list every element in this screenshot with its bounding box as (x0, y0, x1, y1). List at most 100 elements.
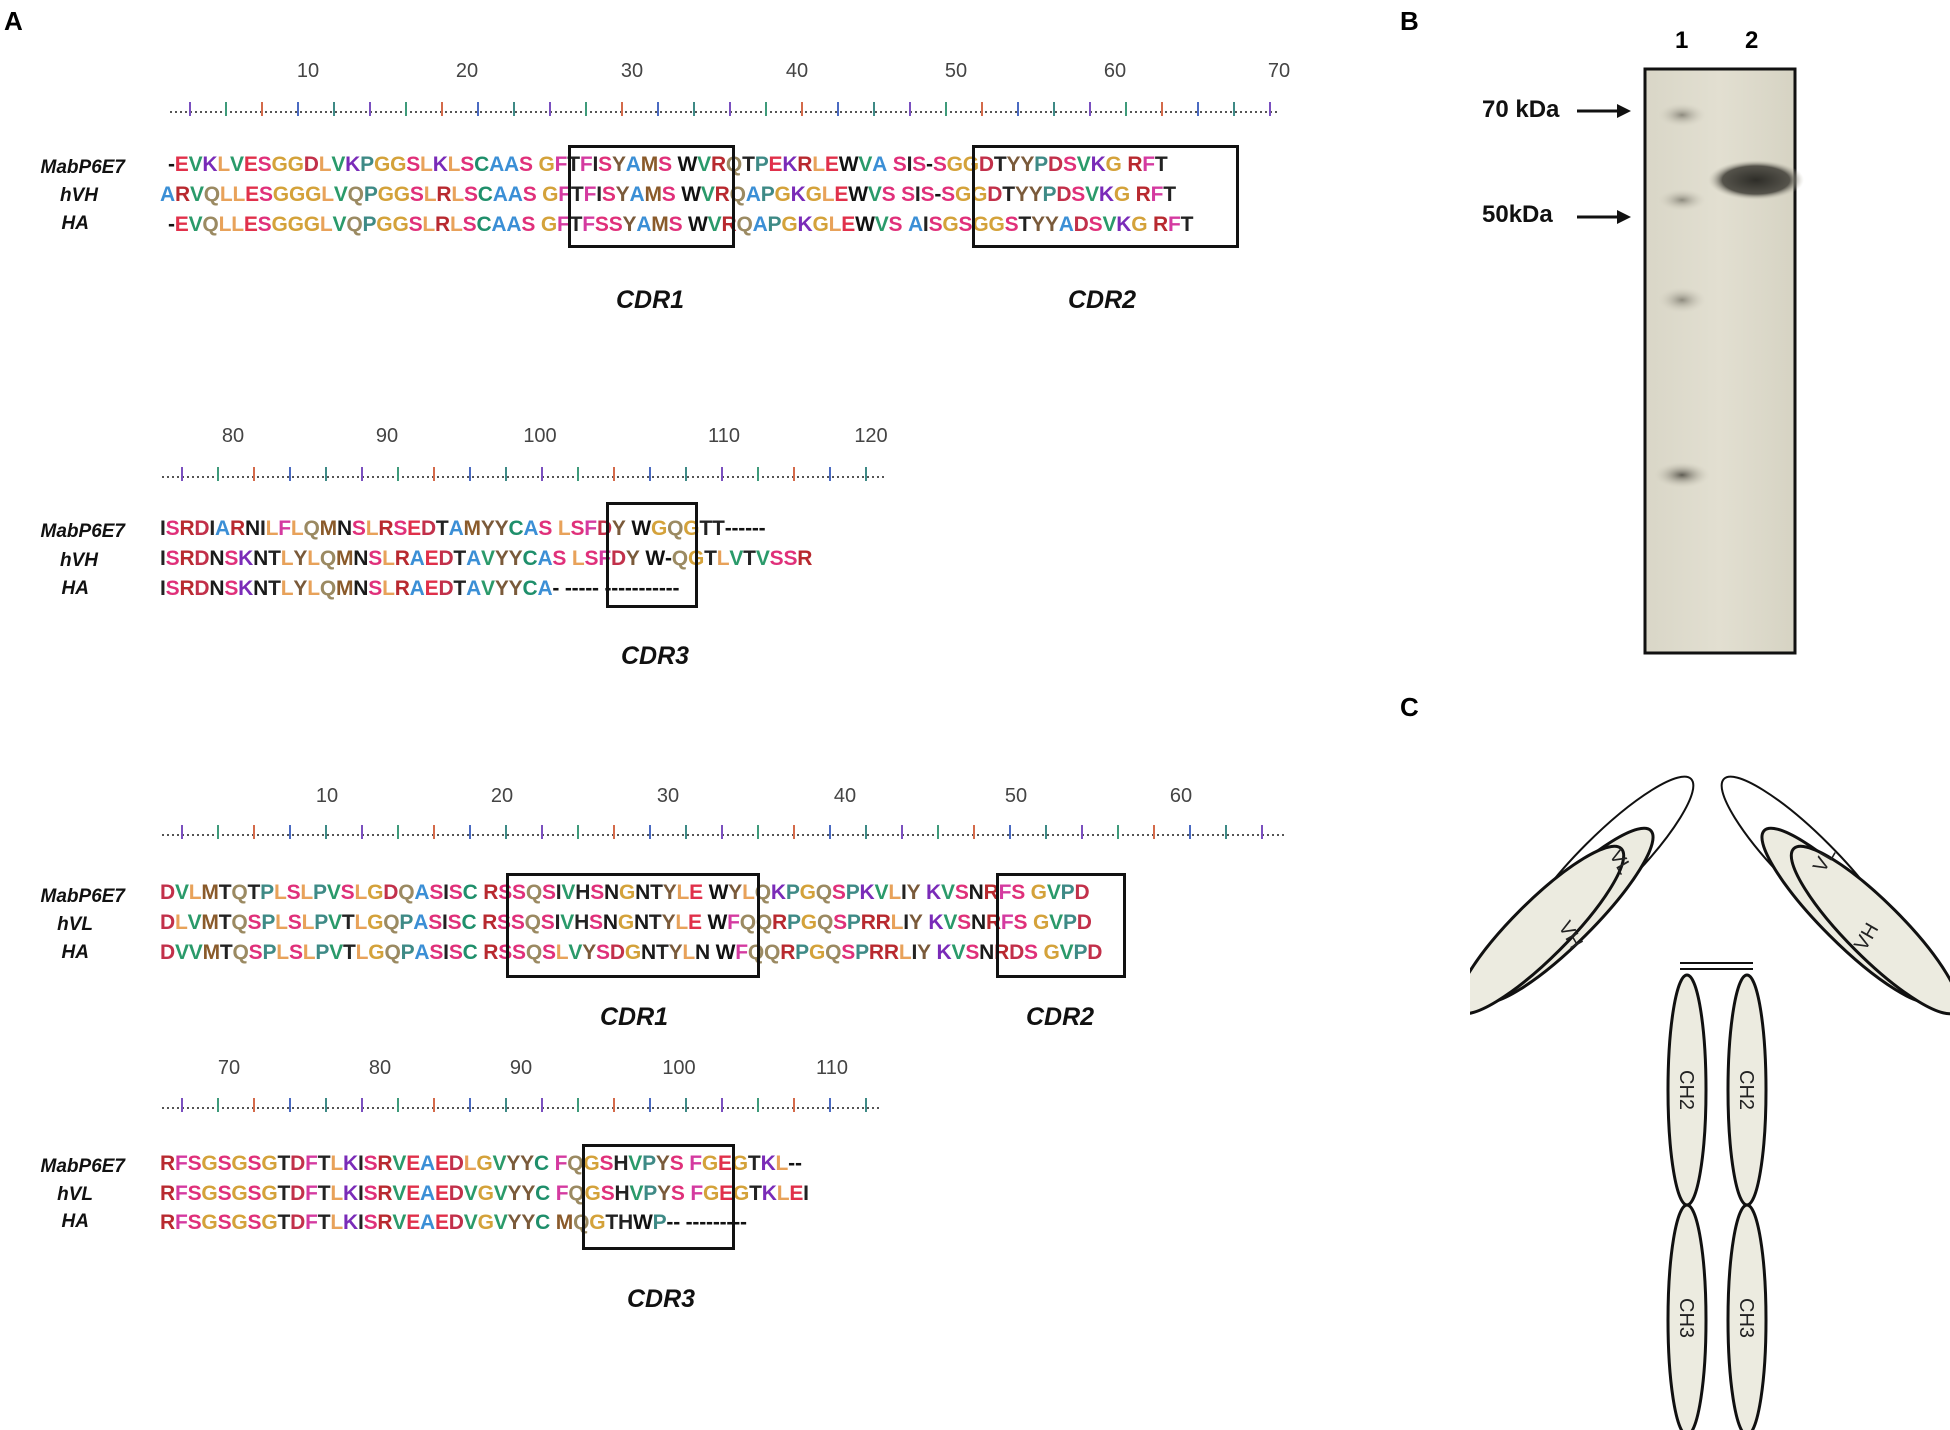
residue: F (554, 1152, 568, 1175)
residue: A (507, 183, 523, 206)
sequence-row: -EVKLVESGGDLVKPGGSLKLSCAAS GFTFISYAMS WV… (168, 153, 1168, 177)
residue: Q (667, 517, 684, 540)
residue: G (271, 153, 288, 176)
residue: G (231, 1211, 248, 1234)
residue: F (998, 881, 1012, 904)
residue: W (632, 1211, 653, 1234)
residue: H (613, 1152, 629, 1175)
residue: A (504, 153, 520, 176)
residue: G (942, 213, 959, 236)
residue: A (409, 577, 425, 600)
vl-top-ruler (162, 825, 1287, 839)
arrows (1577, 104, 1631, 224)
residue: S (510, 911, 525, 934)
ruler-number: 110 (816, 1057, 848, 1079)
residue: - (564, 577, 572, 600)
residue: G (954, 183, 972, 206)
residue: Q (398, 881, 415, 904)
residue: F (1150, 183, 1164, 206)
residue: R (160, 1211, 175, 1234)
residue: D (160, 941, 175, 964)
residue: Y (520, 1152, 534, 1175)
residue: - (571, 577, 579, 600)
residue: - (666, 1211, 674, 1234)
residue: P (785, 881, 800, 904)
residue: F (579, 153, 593, 176)
residue: N (336, 517, 352, 540)
residue: A (160, 183, 175, 206)
residue: S (288, 941, 303, 964)
residue: P (652, 1211, 667, 1234)
ladder-band (1658, 287, 1706, 313)
residue: P (846, 911, 861, 934)
residue: N (209, 547, 225, 570)
residue: G (376, 213, 393, 236)
residue: R (875, 911, 891, 934)
residue: G (477, 1211, 494, 1234)
residue: N (604, 881, 619, 904)
residue: S (658, 153, 672, 176)
residue: S (552, 547, 567, 570)
residue: T (317, 1152, 331, 1175)
ruler-number: 40 (785, 60, 809, 82)
residue: I (906, 153, 913, 176)
residue: - (712, 1211, 720, 1234)
vh-bottom-ruler (162, 467, 887, 481)
residue: S (187, 1152, 202, 1175)
residue: G (781, 213, 798, 236)
residue: D (303, 153, 319, 176)
residue: K (770, 881, 786, 904)
residue: A (420, 1182, 435, 1205)
residue: E (243, 153, 258, 176)
residue: R (1135, 183, 1151, 206)
residue: A (448, 517, 464, 540)
ruler-number: 10 (296, 60, 320, 82)
residue: D (448, 1211, 464, 1234)
residue: N (970, 911, 986, 934)
residue: P (360, 153, 374, 176)
residue: Y (1031, 213, 1045, 236)
seq-name: HA (61, 1211, 89, 1232)
residue: T (435, 517, 449, 540)
residue: S (428, 911, 442, 934)
residue: K (343, 1211, 358, 1234)
residue: V (463, 1211, 478, 1234)
seq-name: MabP6E7 (40, 521, 125, 542)
residue: T (650, 881, 663, 904)
sequence-row: DVLMTQTPLSLPVSLGDQASISC RSSQSIVHSNGNTYLE… (160, 881, 1090, 905)
residue: L (382, 577, 395, 600)
residue: G (272, 183, 289, 206)
residue: E (406, 1211, 421, 1234)
residue: E (434, 1152, 449, 1175)
vh-top-ruler (170, 102, 1280, 116)
residue: S (954, 881, 969, 904)
residue: R (983, 881, 999, 904)
residue: L (307, 577, 320, 600)
ladder-band (1654, 462, 1710, 488)
residue: V (700, 183, 715, 206)
residue: K (926, 881, 942, 904)
residue: S (429, 941, 444, 964)
residue: R (378, 517, 394, 540)
residue: V (230, 153, 244, 176)
residue: V (697, 153, 711, 176)
ruler-number: 50 (944, 60, 968, 82)
residue: G (732, 1182, 750, 1205)
residue: S (448, 881, 463, 904)
residue: R (1127, 153, 1143, 176)
residue: D (1056, 183, 1072, 206)
residue: S (165, 517, 180, 540)
residue: - (731, 517, 739, 540)
residue: C (508, 517, 524, 540)
residue: T (742, 153, 755, 176)
residue: G (1105, 153, 1122, 176)
residue: I (911, 941, 918, 964)
residue: - (733, 1211, 740, 1234)
residue: G (305, 183, 322, 206)
residue: S (1004, 213, 1019, 236)
residue: G (288, 183, 306, 206)
residue: V (326, 881, 341, 904)
residue: G (377, 183, 394, 206)
residue: L (354, 881, 368, 904)
residue: W (707, 911, 728, 934)
